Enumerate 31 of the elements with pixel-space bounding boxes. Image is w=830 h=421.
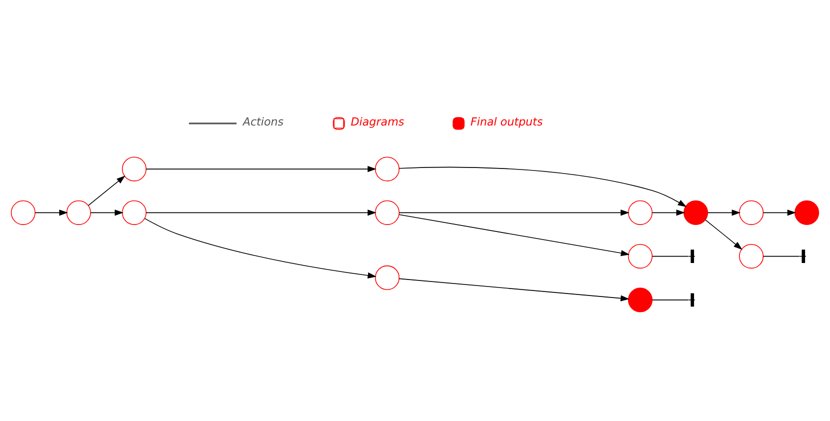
- node-circle: [66, 200, 91, 225]
- node-circle: [374, 200, 400, 225]
- node-circle: [374, 265, 400, 290]
- arrow: [34, 210, 68, 216]
- arrow: [90, 210, 124, 216]
- legend-label: Final outputs: [470, 116, 543, 129]
- arrow: [707, 210, 741, 216]
- node-circle: [10, 200, 36, 225]
- arrow: [398, 166, 687, 208]
- node-circle: [628, 200, 653, 225]
- node-circle: [122, 156, 147, 182]
- arrow: [705, 219, 742, 250]
- arrow: [146, 166, 376, 172]
- arrow: [88, 176, 126, 206]
- arrow: [144, 218, 377, 278]
- legend-label: Actions: [242, 116, 284, 129]
- node-circle: [628, 288, 653, 312]
- arrow: [146, 210, 376, 216]
- node-circle: [122, 200, 147, 225]
- arrow: [762, 210, 796, 216]
- node-circle: [739, 200, 764, 225]
- legend-label: Diagrams: [350, 116, 404, 129]
- arrow: [398, 278, 630, 302]
- arrow: [398, 210, 630, 216]
- node-circle: [683, 200, 708, 225]
- arrow: [652, 210, 686, 216]
- node-circle: [628, 244, 653, 269]
- node-circle: [739, 244, 764, 269]
- arrow: [398, 214, 630, 256]
- node-circle: [794, 200, 820, 225]
- node-circle: [374, 156, 400, 182]
